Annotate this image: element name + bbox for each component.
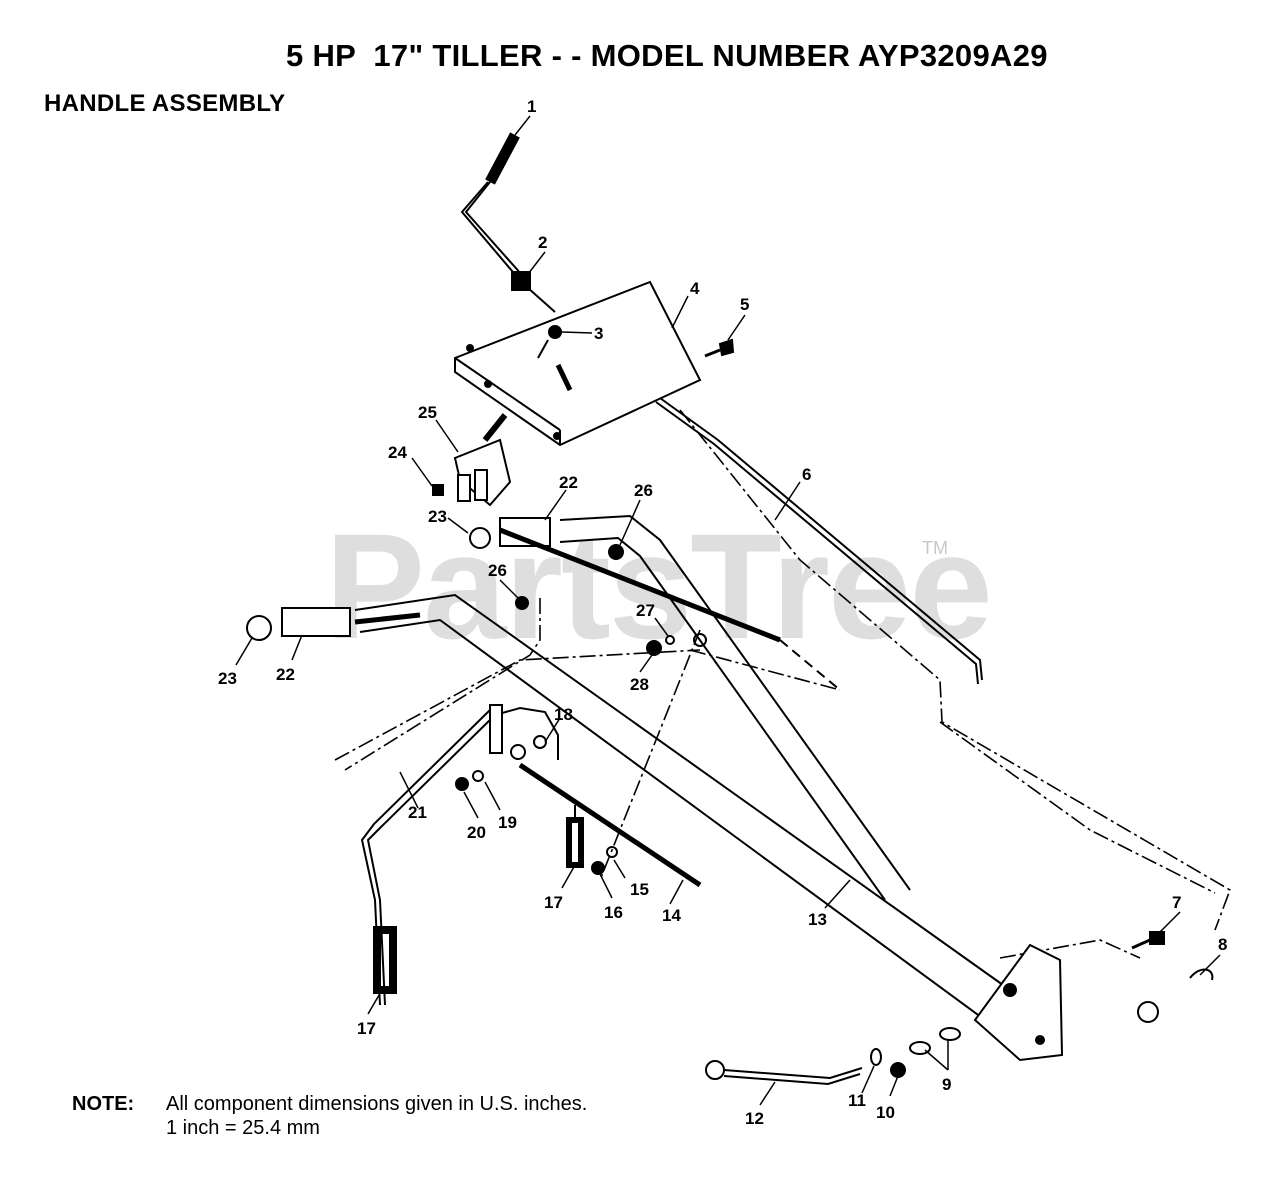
part-14-cable [518,762,702,888]
callout-13: 13 [808,910,827,929]
callout-18: 18 [554,705,573,724]
part-15-washer [606,846,618,858]
callout-5: 5 [740,295,749,314]
part-9-washers [909,1027,961,1055]
callout-11: 11 [848,1091,866,1110]
callout-26: 26 [488,561,507,580]
callout-22: 22 [559,473,578,492]
part-21-rod [360,704,559,1006]
callout-20: 20 [467,823,486,842]
callout-27: 27 [636,601,655,620]
callout-26: 26 [634,481,653,500]
callout-3: 3 [594,324,603,343]
callout-2: 2 [538,233,547,252]
callout-6: 6 [802,465,811,484]
callout-19: 19 [498,813,517,832]
right-handle-upper [469,514,911,901]
part-11-washer [870,1048,882,1066]
callout-labels: 1 2 3 4 5 6 7 8 9 10 11 12 13 14 15 16 1… [218,97,1227,1128]
callout-9: 9 [942,1075,951,1094]
callout-4: 4 [690,279,700,298]
callout-25: 25 [418,403,437,422]
callout-10: 10 [876,1103,895,1122]
callout-16: 16 [604,903,623,922]
callout-28: 28 [630,675,649,694]
part-25-bracket [453,413,512,507]
part-20-nut [455,777,469,791]
watermark-trademark: TM [922,538,948,558]
page-title: 5 HP 17" TILLER - - MODEL NUMBER AYP3209… [286,38,1048,73]
part-6-rod [655,397,983,685]
part-28-nut [646,640,662,656]
callout-23: 23 [218,669,237,688]
hinge-part [1137,1001,1159,1023]
part-19-washer [472,770,484,782]
left-handle-main [246,593,1011,1021]
handle-base-bracket [973,943,1064,1062]
part-17-spring [566,805,584,868]
parts-drawing [246,132,1231,1086]
part-10-nut [890,1062,906,1078]
part-5-screw [704,338,735,358]
section-title: HANDLE ASSEMBLY [44,90,286,117]
assembly-lines [334,409,1231,959]
callout-7: 7 [1172,893,1181,912]
note-label: NOTE: [72,1093,135,1115]
callout-leaders [235,115,1221,1106]
callout-15: 15 [630,880,649,899]
note-line-2: 1 inch = 25.4 mm [166,1117,320,1139]
part-1-throttle-rod [460,132,523,279]
part-2-fitting [511,271,556,313]
callout-22: 22 [276,665,295,684]
dimension-note: NOTE: All component dimensions given in U… [72,1092,587,1140]
callout-17: 17 [544,893,563,912]
part-27-clip [693,633,707,647]
note-line-1: All component dimensions given in U.S. i… [166,1093,588,1115]
part-4-panel [454,280,702,447]
callout-8: 8 [1218,935,1227,954]
part-16-nut [591,861,605,875]
part-27-washer [665,635,675,645]
callout-17: 17 [357,1019,376,1038]
callout-23: 23 [428,507,447,526]
callout-24: 24 [388,443,407,462]
callout-12: 12 [745,1109,764,1128]
part-12-lever [705,1060,863,1086]
part-7-bolt [1131,931,1165,950]
part-24-nut [432,484,444,496]
callout-21: 21 [408,803,427,822]
callout-1: 1 [527,97,536,116]
callout-14: 14 [662,906,681,925]
